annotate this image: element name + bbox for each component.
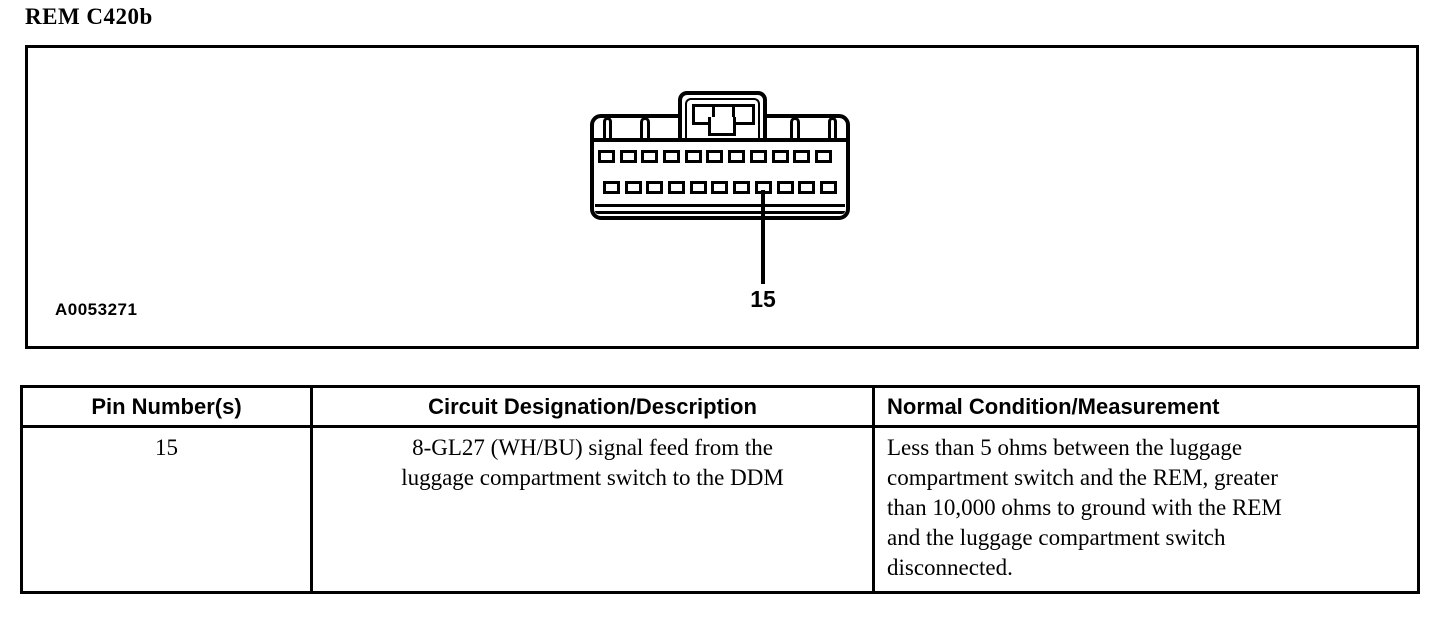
pin-slot	[814, 150, 832, 163]
pin-slot	[663, 150, 681, 163]
pin-slot	[771, 150, 789, 163]
table-cell-pin-number: 15	[155, 435, 178, 460]
connector-figure-box: 15 A0053271	[25, 45, 1419, 349]
pin-slot	[619, 150, 637, 163]
connector-key-block	[708, 117, 736, 136]
connector-rib	[640, 117, 650, 138]
pin-row-top	[598, 150, 832, 163]
pin-slot	[684, 150, 702, 163]
connector-rib	[828, 117, 837, 138]
pin-slot	[624, 181, 642, 194]
pin-slot	[641, 150, 659, 163]
pin-slot	[706, 150, 724, 163]
table-header-circuit-designation: Circuit Designation/Description	[310, 388, 872, 428]
pin-callout-label: 15	[750, 286, 776, 312]
connector-bottom-line	[595, 211, 845, 214]
pin-callout-leader-line	[761, 190, 765, 284]
pin-slot	[668, 181, 686, 194]
figure-label: A0053271	[55, 300, 138, 319]
table-header-normal-condition: Normal Condition/Measurement	[872, 388, 1417, 428]
table-cell-normal-condition: Less than 5 ohms between the luggage com…	[872, 428, 1417, 591]
pin-slot	[749, 150, 767, 163]
pin-slot	[689, 181, 707, 194]
latch-window-cell	[695, 107, 715, 122]
connector-rib	[603, 117, 612, 138]
connector-bottom-line	[595, 204, 845, 207]
connector-rib	[790, 117, 800, 138]
table-cell-circuit-designation: 8-GL27 (WH/BU) signal feed from the lugg…	[310, 428, 872, 591]
pin-slot	[728, 150, 746, 163]
connector-band-line	[594, 138, 846, 142]
latch-window-cell	[735, 107, 752, 122]
pin-slot	[793, 150, 811, 163]
table-header-pin-number: Pin Number(s)	[23, 388, 310, 428]
pin-row-bottom	[603, 181, 837, 194]
page-title: REM C420b	[25, 4, 153, 29]
pin-slot	[819, 181, 837, 194]
pin-slot	[798, 181, 816, 194]
connector-latch-tab-inner	[685, 98, 760, 138]
pin-slot	[646, 181, 664, 194]
pin-slot	[598, 150, 615, 163]
pin-slot	[603, 181, 620, 194]
pin-table: Pin Number(s) Circuit Designation/Descri…	[20, 385, 1420, 594]
pin-slot	[776, 181, 794, 194]
latch-window-cell	[715, 107, 735, 122]
pin-slot	[733, 181, 751, 194]
pin-slot	[711, 181, 729, 194]
